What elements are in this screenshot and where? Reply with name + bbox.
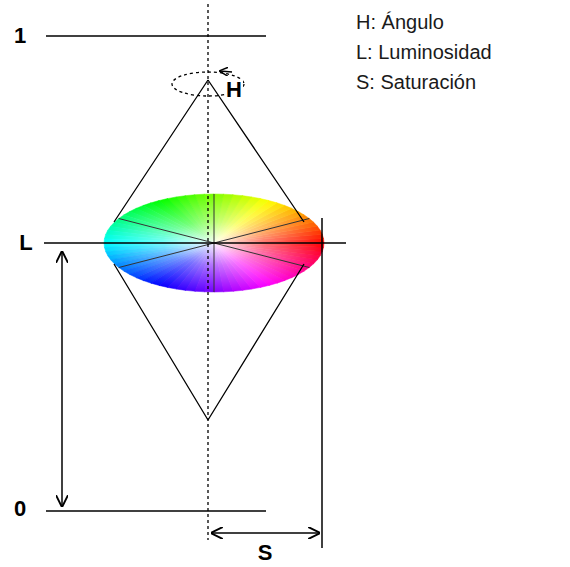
level-value: 0 [13, 498, 27, 520]
legend-text: H: Ángulo [356, 12, 444, 32]
axis-line [207, 4, 208, 540]
level-line [46, 510, 266, 512]
cone-outline [114, 80, 304, 420]
wheel-spoke [119, 219, 214, 244]
legend-text: L: Luminosidad [356, 42, 492, 62]
level-line [46, 35, 266, 37]
wheel-spoke [214, 194, 215, 243]
wheel-spoke [214, 219, 309, 244]
dimension-arrow [212, 532, 319, 534]
rotation-arrow [220, 71, 232, 72]
dimension-arrow [61, 252, 63, 506]
wheel-spoke [119, 243, 214, 268]
dimension-line [321, 218, 323, 548]
wheel-spoke [214, 243, 215, 292]
axis-letter: L [18, 232, 33, 254]
level-value: 1 [13, 25, 27, 47]
level-line [44, 242, 346, 244]
axis-letter: S [257, 542, 274, 564]
wheel-spoke [214, 243, 309, 268]
axis-letter: H [225, 79, 243, 101]
legend-text: S: Saturación [356, 72, 476, 92]
